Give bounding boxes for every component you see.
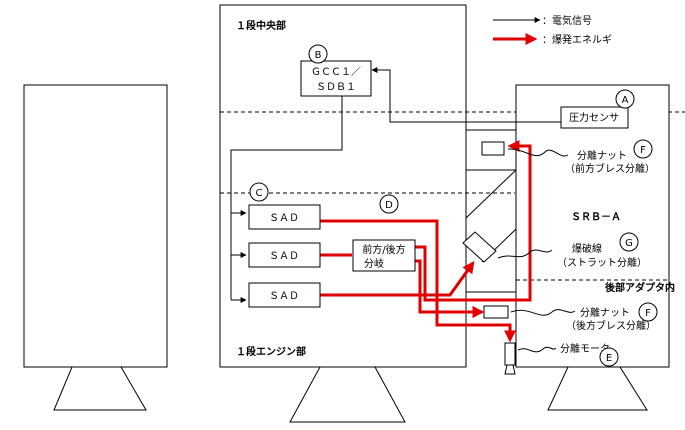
leader-rear-nut: [510, 309, 576, 316]
marker-c-circle: [249, 182, 269, 202]
rear-separation-nut: [483, 305, 509, 319]
leader-motor: [517, 346, 557, 353]
signal-gcc-down: [230, 96, 343, 300]
gcc-label-line2: ＳＤＢ１: [316, 82, 356, 93]
cutter-label-1: 爆破線: [572, 242, 602, 255]
marker-g: G: [625, 238, 633, 249]
callout-leaders: [497, 148, 576, 353]
pressure-sensor-label: 圧力センサ: [569, 111, 619, 124]
branch-label-line1: 前方/後方: [362, 243, 405, 256]
marker-b: B: [315, 50, 322, 61]
marker-f1-circle: [633, 139, 653, 159]
leader-front-nut: [507, 148, 569, 157]
leader-strut: [497, 249, 553, 259]
energy-branch-front: [415, 140, 532, 302]
marker-f2: F: [645, 308, 651, 319]
rear-nut-label-2: （後方ブレス分離）: [566, 319, 656, 332]
sad-label-1: ＳＡＤ: [269, 213, 299, 224]
branch-box: [352, 239, 416, 272]
energy-to-motor: [435, 305, 516, 343]
legend-signal-label: ：電気信号: [542, 14, 592, 27]
gcc-label-line1: ＧＣＣ１／: [311, 66, 361, 78]
motor-label: 分離モータ: [560, 342, 610, 355]
marker-f2-circle: [638, 302, 658, 322]
marker-d: D: [385, 200, 393, 211]
energy-sad1: [320, 219, 439, 305]
energy-sad3-to-strut: [320, 261, 475, 297]
marker-f1: F: [640, 145, 646, 156]
separation-motor: [504, 342, 516, 366]
marker-a-circle: [615, 89, 635, 109]
front-nut-label-1: 分離ナット: [577, 149, 627, 162]
sad-label-2: ＳＡＤ: [269, 251, 299, 262]
left-nozzle: [53, 366, 147, 411]
interstage-structure: [462, 129, 517, 375]
pressure-sensor-box: [560, 106, 629, 129]
separation-motor-nozzle: [504, 364, 516, 375]
first-stage-center-label: １段中央部: [236, 19, 286, 32]
strut-bar-1: [465, 169, 517, 219]
rear-nut-label-1: 分離ナット: [580, 306, 630, 319]
sad-box-1: [248, 204, 321, 230]
sad-box-2: [248, 242, 321, 268]
srb-nozzle: [547, 366, 648, 411]
front-nut-label-2: （前方ブレス分離）: [565, 162, 655, 175]
marker-g-circle: [619, 232, 639, 252]
left-body-frame: [23, 84, 168, 368]
marker-e-circle: [599, 347, 619, 367]
marker-a: A: [622, 95, 629, 106]
front-separation-nut: [481, 141, 505, 156]
first-stage-engine-label: １段エンジン部: [236, 345, 306, 358]
rear-adapter-label: 後部アダプタ内: [605, 281, 675, 294]
sad-label-3: ＳＡＤ: [269, 291, 299, 302]
legend-energy-label: ：爆発エネルギ: [542, 33, 612, 46]
srb-frame: [515, 84, 670, 368]
srb-label: ＳＲＢ－Ａ: [571, 211, 621, 223]
markers: A B C D E F F G: [249, 44, 658, 367]
gcc-sdb-box: [300, 60, 372, 97]
left-body: [23, 84, 168, 411]
components: ＧＣＣ１／ ＳＤＢ１ ＳＡＤ ＳＡＤ ＳＡＤ 前方/後方 分岐 圧力センサ: [248, 60, 629, 308]
energy-branch-rear: [415, 259, 485, 318]
linear-shaped-charge: [462, 231, 497, 263]
branch-label-line2: 分岐: [364, 257, 384, 270]
marker-b-circle: [308, 44, 328, 64]
callouts: 分離ナット （前方ブレス分離） 爆破線 （ストラット分離） 分離ナット （後方ブ…: [557, 149, 656, 355]
sad-box-3: [248, 282, 321, 308]
center-nozzle: [289, 366, 406, 423]
energy-lines: [320, 140, 532, 343]
marker-c: C: [256, 188, 263, 199]
cutter-label-2: （ストラット分離）: [557, 256, 647, 269]
srb: ＳＲＢ－Ａ 後部アダプタ内: [515, 84, 675, 411]
marker-d-circle: [379, 194, 399, 214]
marker-e: E: [606, 353, 612, 364]
legend: ：電気信号 ：爆発エネルギ: [493, 14, 612, 46]
